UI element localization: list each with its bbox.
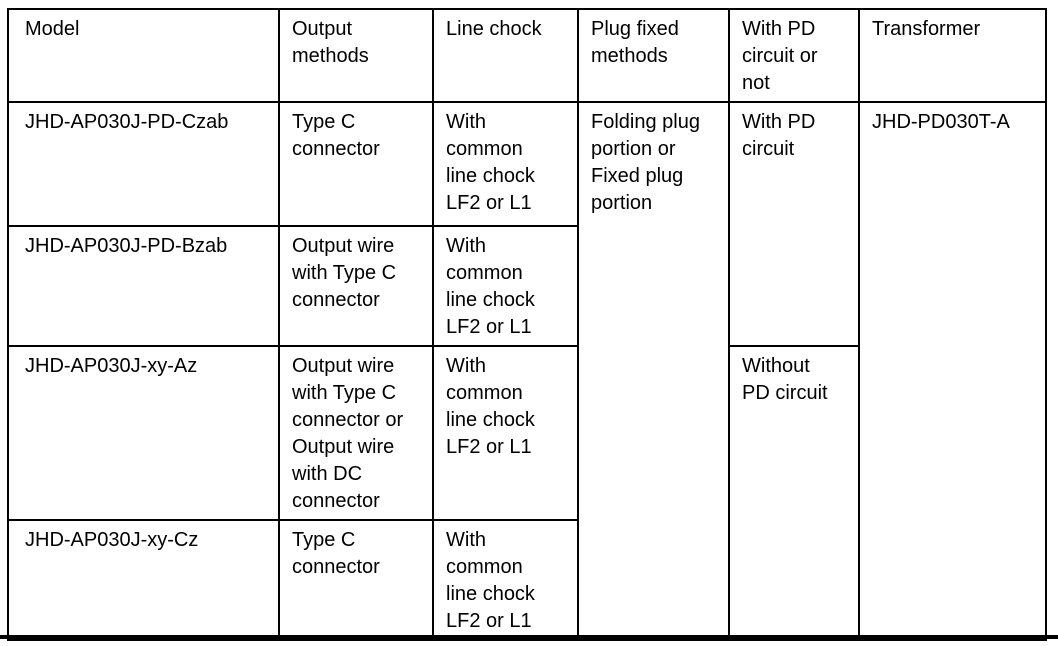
cell-with-pd-circuit-merged: With PD circuit bbox=[728, 101, 860, 347]
cell-without-pd-circuit-merged: Without PD circuit bbox=[728, 345, 860, 641]
cell-output-methods-row1: Type C connector bbox=[278, 101, 434, 227]
cell-plug-fixed-methods-merged: Folding plug portion or Fixed plug porti… bbox=[577, 101, 730, 641]
cell-line-chock-row3: With common line chock LF2 or L1 bbox=[432, 345, 579, 521]
header-plug-fixed-methods: Plug fixed methods bbox=[577, 8, 730, 103]
header-pd-circuit: With PD circuit or not bbox=[728, 8, 860, 103]
page-divider-rule bbox=[0, 635, 1058, 639]
cell-model-czab: JHD-AP030J-PD-Czab bbox=[7, 101, 280, 227]
cell-output-methods-row4: Type C connector bbox=[278, 519, 434, 641]
header-output-methods: Output methods bbox=[278, 8, 434, 103]
cell-line-chock-row2: With common line chock LF2 or L1 bbox=[432, 225, 579, 347]
cell-transformer-merged: JHD-PD030T-A bbox=[858, 101, 1047, 641]
table-row: JHD-AP030J-xy-Cz Type C connector With c… bbox=[7, 519, 1046, 641]
table-row: JHD-AP030J-PD-Bzab Output wire with Type… bbox=[7, 225, 1046, 347]
cell-model-xy-cz: JHD-AP030J-xy-Cz bbox=[7, 519, 280, 641]
table-row: JHD-AP030J-PD-Czab Type C connector With… bbox=[7, 101, 1047, 641]
cell-model-xy-az: JHD-AP030J-xy-Az bbox=[7, 345, 280, 521]
cell-line-chock-row4: With common line chock LF2 or L1 bbox=[432, 519, 579, 641]
table-row: JHD-AP030J-xy-Az Output wire with Type C… bbox=[7, 345, 1046, 641]
header-model: Model bbox=[7, 8, 280, 103]
product-spec-table: Model Output methods Line chock Plug fix… bbox=[7, 8, 1047, 641]
header-line-chock: Line chock bbox=[432, 8, 579, 103]
cell-output-methods-row2: Output wire with Type C connector bbox=[278, 225, 434, 347]
header-transformer: Transformer bbox=[858, 8, 1047, 103]
cell-output-methods-row3: Output wire with Type C connector or Out… bbox=[278, 345, 434, 521]
cell-model-bzab: JHD-AP030J-PD-Bzab bbox=[7, 225, 280, 347]
header-row: Model Output methods Line chock Plug fix… bbox=[7, 8, 1047, 103]
cell-line-chock-row1: With common line chock LF2 or L1 bbox=[432, 101, 579, 227]
